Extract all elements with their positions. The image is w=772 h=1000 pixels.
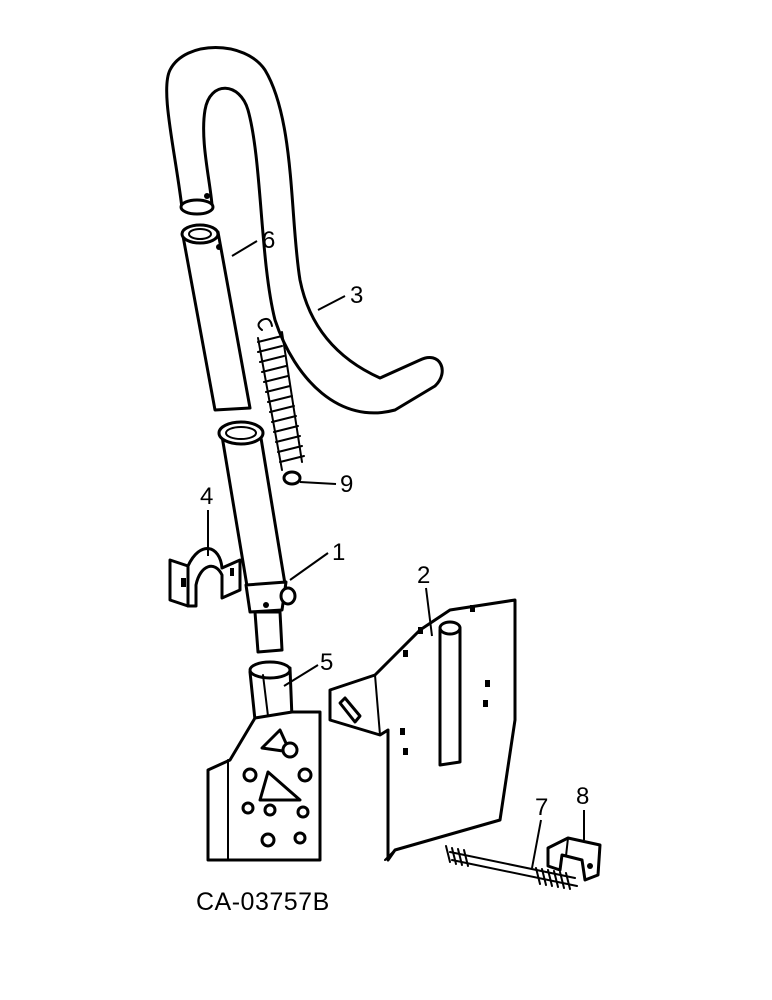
leader-2 (425, 587, 433, 637)
leader-9 (299, 481, 337, 485)
leader-1 (289, 552, 329, 581)
leader-5 (283, 664, 319, 687)
leader-6 (231, 240, 258, 257)
callout-5: 5 (320, 649, 333, 676)
callout-7: 7 (535, 794, 548, 821)
callout-3: 3 (350, 282, 363, 309)
part-9-spring (257, 317, 305, 486)
part-3-handle-tube (165, 46, 444, 415)
callout-2: 2 (417, 562, 430, 589)
leader-3 (317, 295, 346, 311)
part-6-upper-tube (180, 223, 252, 412)
callout-leaders (207, 240, 585, 869)
callout-1: 1 (332, 539, 345, 566)
leader-7 (531, 819, 542, 869)
callout-4: 4 (200, 483, 213, 510)
part-2-shield-plate (328, 598, 517, 862)
part-5-mounting-plate (206, 660, 322, 862)
part-4-bracket (168, 547, 242, 608)
callout-9: 9 (340, 471, 353, 498)
part-8-clip (546, 836, 602, 882)
callout-8: 8 (576, 783, 589, 810)
part-7-spring-rod (445, 845, 578, 890)
callout-6: 6 (262, 227, 275, 254)
figure-id-label: CA-03757B (196, 888, 330, 916)
part-1-lower-tube (217, 420, 297, 654)
